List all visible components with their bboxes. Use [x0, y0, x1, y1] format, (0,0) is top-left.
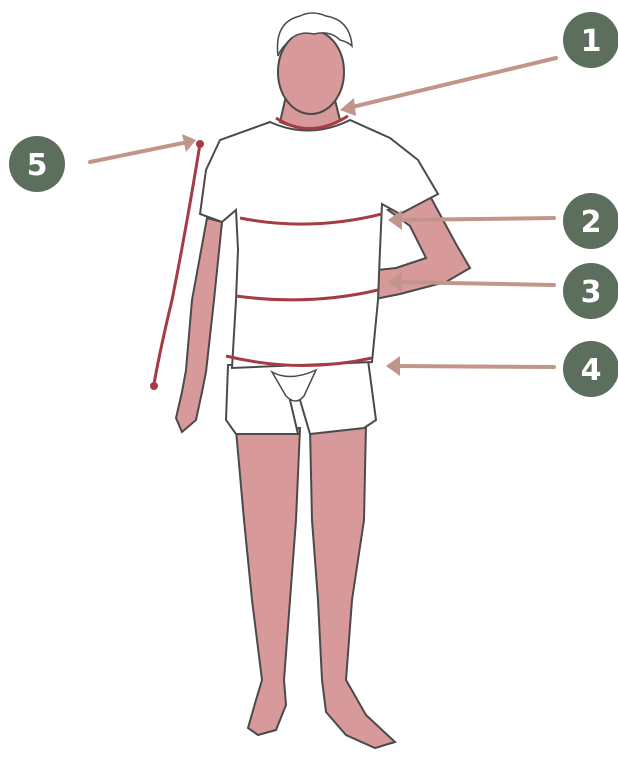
t-shirt	[200, 120, 438, 368]
marker-3: 3	[563, 263, 618, 319]
marker-4-label: 4	[581, 353, 602, 388]
left-leg	[236, 428, 300, 735]
marker-1: 1	[563, 12, 618, 68]
arrow-5	[90, 134, 196, 162]
marker-5: 5	[9, 136, 65, 192]
arrow-1	[340, 58, 556, 116]
tape-end	[150, 382, 158, 390]
marker-5-label: 5	[27, 148, 48, 183]
right-leg	[310, 424, 395, 748]
tape-start	[196, 140, 204, 148]
marker-1-label: 1	[581, 24, 602, 59]
marker-4: 4	[563, 341, 618, 397]
marker-2: 2	[563, 193, 618, 249]
marker-2-label: 2	[581, 205, 602, 240]
arrow-4	[386, 356, 554, 376]
marker-3-label: 3	[581, 275, 602, 310]
